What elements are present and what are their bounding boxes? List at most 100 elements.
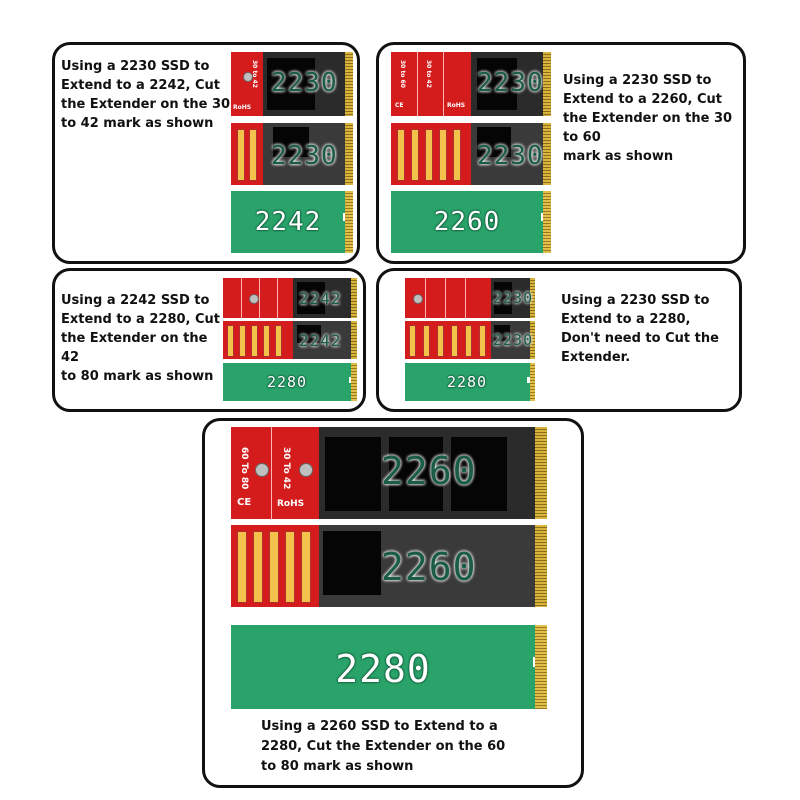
screw-icon — [255, 463, 269, 477]
ssd-size-label: 2230 — [493, 331, 534, 349]
gold-contacts — [543, 191, 551, 253]
screw-icon — [249, 294, 259, 304]
extender-ssd-assembly-top: 30 to 42 RoHS 2230 — [231, 52, 353, 116]
gold-contacts — [530, 278, 535, 318]
ssd-board — [471, 52, 551, 116]
ssd-board — [263, 52, 353, 116]
extender-board — [223, 278, 293, 318]
target-size-label: 2242 — [254, 207, 322, 237]
ce-label: CE — [237, 497, 252, 508]
gold-contacts — [351, 363, 357, 401]
ssd-chip — [389, 437, 443, 511]
ssd-chip — [323, 531, 381, 595]
extender-ssd-assembly-top: 2242 — [223, 278, 357, 318]
ssd-board — [293, 321, 357, 359]
screw-icon — [299, 463, 313, 477]
ext-mark-label: 30 To 42 — [281, 447, 291, 490]
ssd-chip — [477, 127, 511, 157]
ssd-board — [491, 278, 535, 318]
target-form-factor-board: 2242 — [231, 191, 353, 253]
ce-label: CE — [395, 102, 404, 109]
ssd-size-label: 2230 — [271, 141, 338, 171]
gold-contacts — [535, 427, 547, 519]
extender-board: 30 to 60 30 to 42 CE RoHS — [391, 52, 471, 116]
target-form-factor-board: 2280 — [223, 363, 357, 401]
target-size-label: 2280 — [446, 373, 488, 391]
extender-board — [405, 278, 491, 318]
ssd-board — [293, 278, 357, 318]
ssd-chip — [267, 58, 315, 110]
ssd-size-label: 2230 — [493, 289, 534, 307]
target-size-label: 2260 — [433, 207, 501, 237]
gold-contacts — [543, 52, 551, 116]
target-form-factor-board: 2280 — [231, 625, 547, 709]
ssd-size-label: 2230 — [271, 68, 338, 98]
gold-contacts — [535, 525, 547, 607]
panel-2230-to-2260: 30 to 60 30 to 42 CE RoHS 2230 2230 2260… — [376, 42, 746, 264]
gold-contacts — [351, 278, 357, 318]
panel-caption: Using a 2230 SSD to Extend to a 2260, Cu… — [563, 73, 733, 164]
gold-contacts — [530, 321, 535, 359]
ssd-chip — [325, 437, 381, 511]
target-form-factor-board: 2280 — [405, 363, 535, 401]
extender-ssd-assembly-mid: 2230 — [231, 123, 353, 185]
rohs-label: RoHS — [447, 102, 466, 109]
extender-ssd-assembly-top: 60 To 80 30 To 42 CE RoHS 2260 — [231, 427, 547, 519]
ssd-size-label: 2242 — [299, 331, 342, 350]
extender-board — [405, 321, 491, 359]
extender-ssd-assembly-top: 30 to 60 30 to 42 CE RoHS 2230 — [391, 52, 551, 116]
gold-contacts — [345, 123, 353, 185]
gold-contacts — [345, 191, 353, 253]
ssd-size-label: 2242 — [299, 289, 342, 308]
ext-mark-label: 30 to 60 — [399, 60, 406, 88]
extender-board — [231, 525, 319, 607]
ext-mark-label: 30 to 42 — [425, 60, 432, 88]
extender-ssd-assembly-top: 2230 — [405, 278, 535, 318]
ssd-chip — [297, 325, 321, 343]
extender-board: 30 to 42 RoHS — [231, 52, 263, 116]
ssd-chip — [273, 127, 309, 157]
ssd-size-label: 2260 — [381, 545, 477, 589]
ssd-chip — [297, 282, 325, 314]
ssd-chip — [494, 325, 510, 341]
extender-board — [231, 123, 263, 185]
ssd-chip — [451, 437, 507, 511]
rohs-label: RoHS — [233, 104, 252, 111]
extender-ssd-assembly-mid: 2260 — [231, 525, 547, 607]
ssd-board — [491, 321, 535, 359]
rohs-label: RoHS — [277, 499, 305, 509]
ssd-size-label: 2230 — [477, 68, 544, 98]
extender-ssd-assembly-mid: 2242 — [223, 321, 357, 359]
ext-mark-label: 30 to 42 — [251, 60, 258, 88]
panel-caption: Using a 2230 SSD to Extend to a 2242, Cu… — [61, 59, 231, 131]
ssd-chip — [477, 58, 517, 110]
ssd-board — [319, 427, 547, 519]
extender-board — [223, 321, 293, 359]
screw-icon — [243, 72, 253, 82]
target-form-factor-board: 2260 — [391, 191, 551, 253]
screw-icon — [413, 294, 423, 304]
panel-2260-to-2280: 60 To 80 30 To 42 CE RoHS 2260 2260 — [202, 418, 584, 788]
panel-2230-to-2280: 2230 2230 2280 Using a 2230 SSD to Exten… — [376, 268, 742, 412]
ssd-chip — [494, 282, 512, 314]
ssd-board — [263, 123, 353, 185]
extender-board — [391, 123, 471, 185]
panel-caption: Using a 2260 SSD to Extend to a 2280, Cu… — [261, 719, 506, 774]
panel-2230-to-2242: Using a 2230 SSD to Extend to a 2242, Cu… — [52, 42, 360, 264]
extender-ssd-assembly-mid: 2230 — [405, 321, 535, 359]
panel-caption: Using a 2230 SSD to Extend to a 2280, Do… — [561, 293, 719, 365]
ssd-size-label: 2230 — [477, 141, 544, 171]
gold-contacts — [535, 625, 547, 709]
target-size-label: 2280 — [335, 647, 431, 691]
gold-contacts — [345, 52, 353, 116]
panel-caption: Using a 2242 SSD to Extend to a 2280, Cu… — [61, 293, 221, 384]
ssd-size-label: 2260 — [381, 449, 477, 493]
gold-contacts — [543, 123, 551, 185]
extender-ssd-assembly-mid: 2230 — [391, 123, 551, 185]
gold-contacts — [351, 321, 357, 359]
gold-contacts — [530, 363, 535, 401]
ssd-board — [319, 525, 547, 607]
ext-mark-label: 60 To 80 — [239, 447, 249, 490]
extender-board: 60 To 80 30 To 42 CE RoHS — [231, 427, 319, 519]
target-size-label: 2280 — [266, 373, 308, 391]
